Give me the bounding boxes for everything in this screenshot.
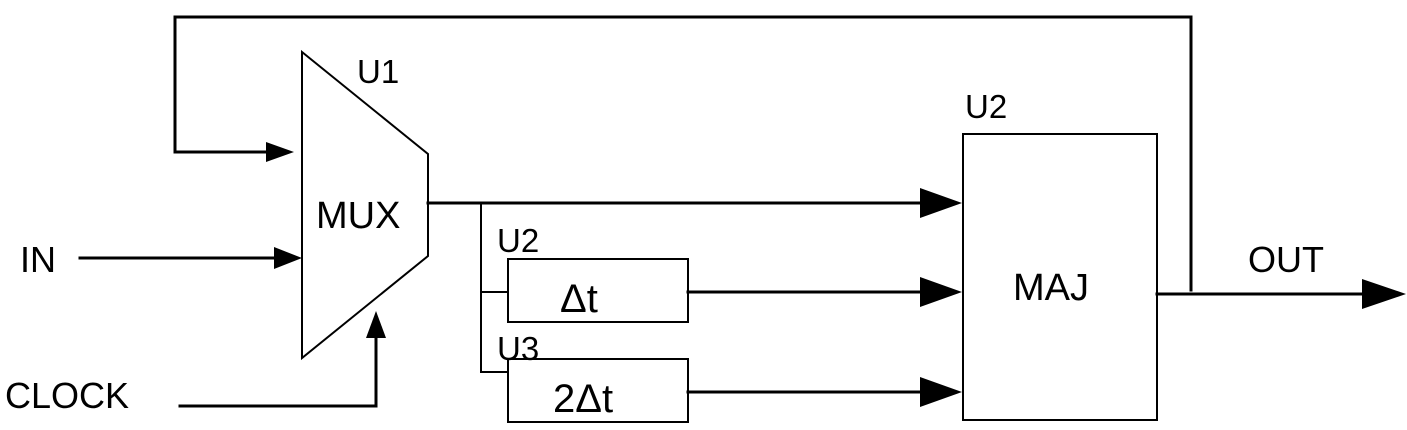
feedback-arrowhead: [266, 142, 294, 162]
delay-block-1: [507, 258, 689, 323]
maj-label: MAJ: [1013, 267, 1089, 309]
mux-label: MUX: [316, 195, 400, 237]
out-arrowhead: [1362, 279, 1406, 309]
delay-1-designator: U2: [497, 222, 539, 259]
maj-input-1-arrowhead: [920, 188, 962, 218]
mux-designator: U1: [357, 53, 399, 90]
clock-arrowhead: [366, 311, 386, 338]
delay-branch-wire: [480, 203, 510, 373]
maj-block: [962, 133, 1158, 421]
maj-input-2-arrowhead: [920, 277, 962, 307]
in-arrowhead: [274, 247, 302, 269]
delay-2-label: 2Δt: [553, 377, 613, 421]
out-label: OUT: [1248, 239, 1324, 280]
clock-label: CLOCK: [5, 375, 129, 416]
in-label: IN: [20, 239, 56, 280]
mux-block: [301, 49, 429, 361]
maj-input-3-arrowhead: [920, 377, 962, 407]
delay-1-label: Δt: [560, 277, 598, 321]
delay-block-2: [507, 358, 689, 423]
feedback-wire: [173, 15, 1193, 292]
delay-2-designator: U3: [497, 330, 539, 367]
maj-designator: U2: [965, 88, 1007, 125]
clock-wire: [178, 330, 378, 408]
